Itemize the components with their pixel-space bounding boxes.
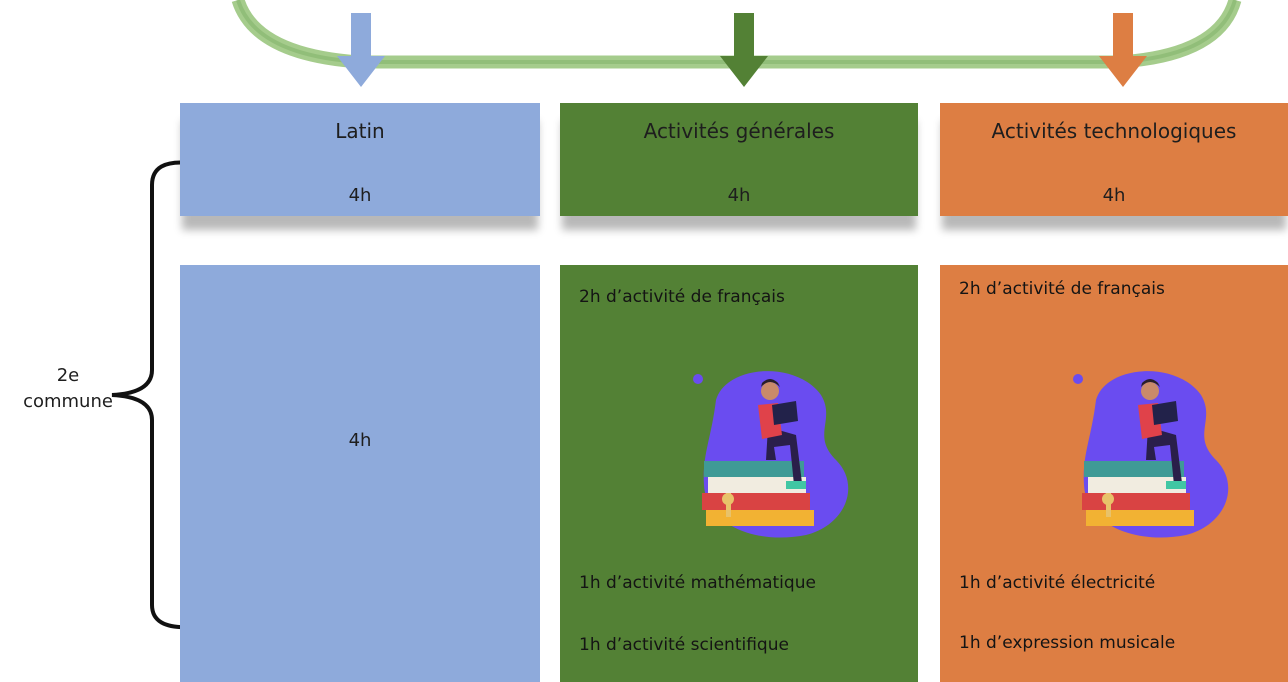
- activites-generales-body: 2h d’activité de français 1h d’activité …: [560, 265, 918, 682]
- row-label: 2e commune: [18, 363, 118, 415]
- student-reading-on-books-illustration: [693, 371, 849, 538]
- column-hours: 4h: [727, 185, 751, 206]
- column-hours: 4h: [1102, 185, 1126, 206]
- column-title: Activités générales: [643, 119, 835, 143]
- latin-body: 4h: [180, 265, 540, 682]
- activity-line: 2h d’activité de français: [959, 279, 1165, 299]
- down-arrow-icon: [337, 13, 385, 87]
- activity-line: 2h d’activité de français: [579, 287, 785, 307]
- activites-generales-header: Activités générales 4h: [560, 103, 918, 216]
- connector-diagram: [231, 0, 1242, 87]
- curly-bracket-icon: [111, 160, 191, 630]
- column-title: Latin: [335, 119, 385, 143]
- activity-line: 1h d’activité mathématique: [579, 573, 816, 593]
- student-reading-on-books-illustration: [1073, 371, 1229, 538]
- activity-line: 1h d’activité scientifique: [579, 635, 789, 655]
- body-hours: 4h: [348, 430, 372, 451]
- row-label-line: commune: [23, 391, 113, 412]
- column-title: Activités technologiques: [991, 119, 1237, 143]
- down-arrow-icon: [1099, 13, 1147, 87]
- activity-line: 1h d’activité électricité: [959, 573, 1156, 593]
- row-label-line: 2e: [56, 365, 80, 386]
- activites-technologiques-body: 2h d’activité de français 1h d’activité …: [940, 265, 1288, 682]
- activites-technologiques-header: Activités technologiques 4h: [940, 103, 1288, 216]
- column-hours: 4h: [348, 185, 372, 206]
- latin-header: Latin 4h: [180, 103, 540, 216]
- activity-line: 1h d’expression musicale: [959, 633, 1176, 653]
- down-arrow-icon: [720, 13, 768, 87]
